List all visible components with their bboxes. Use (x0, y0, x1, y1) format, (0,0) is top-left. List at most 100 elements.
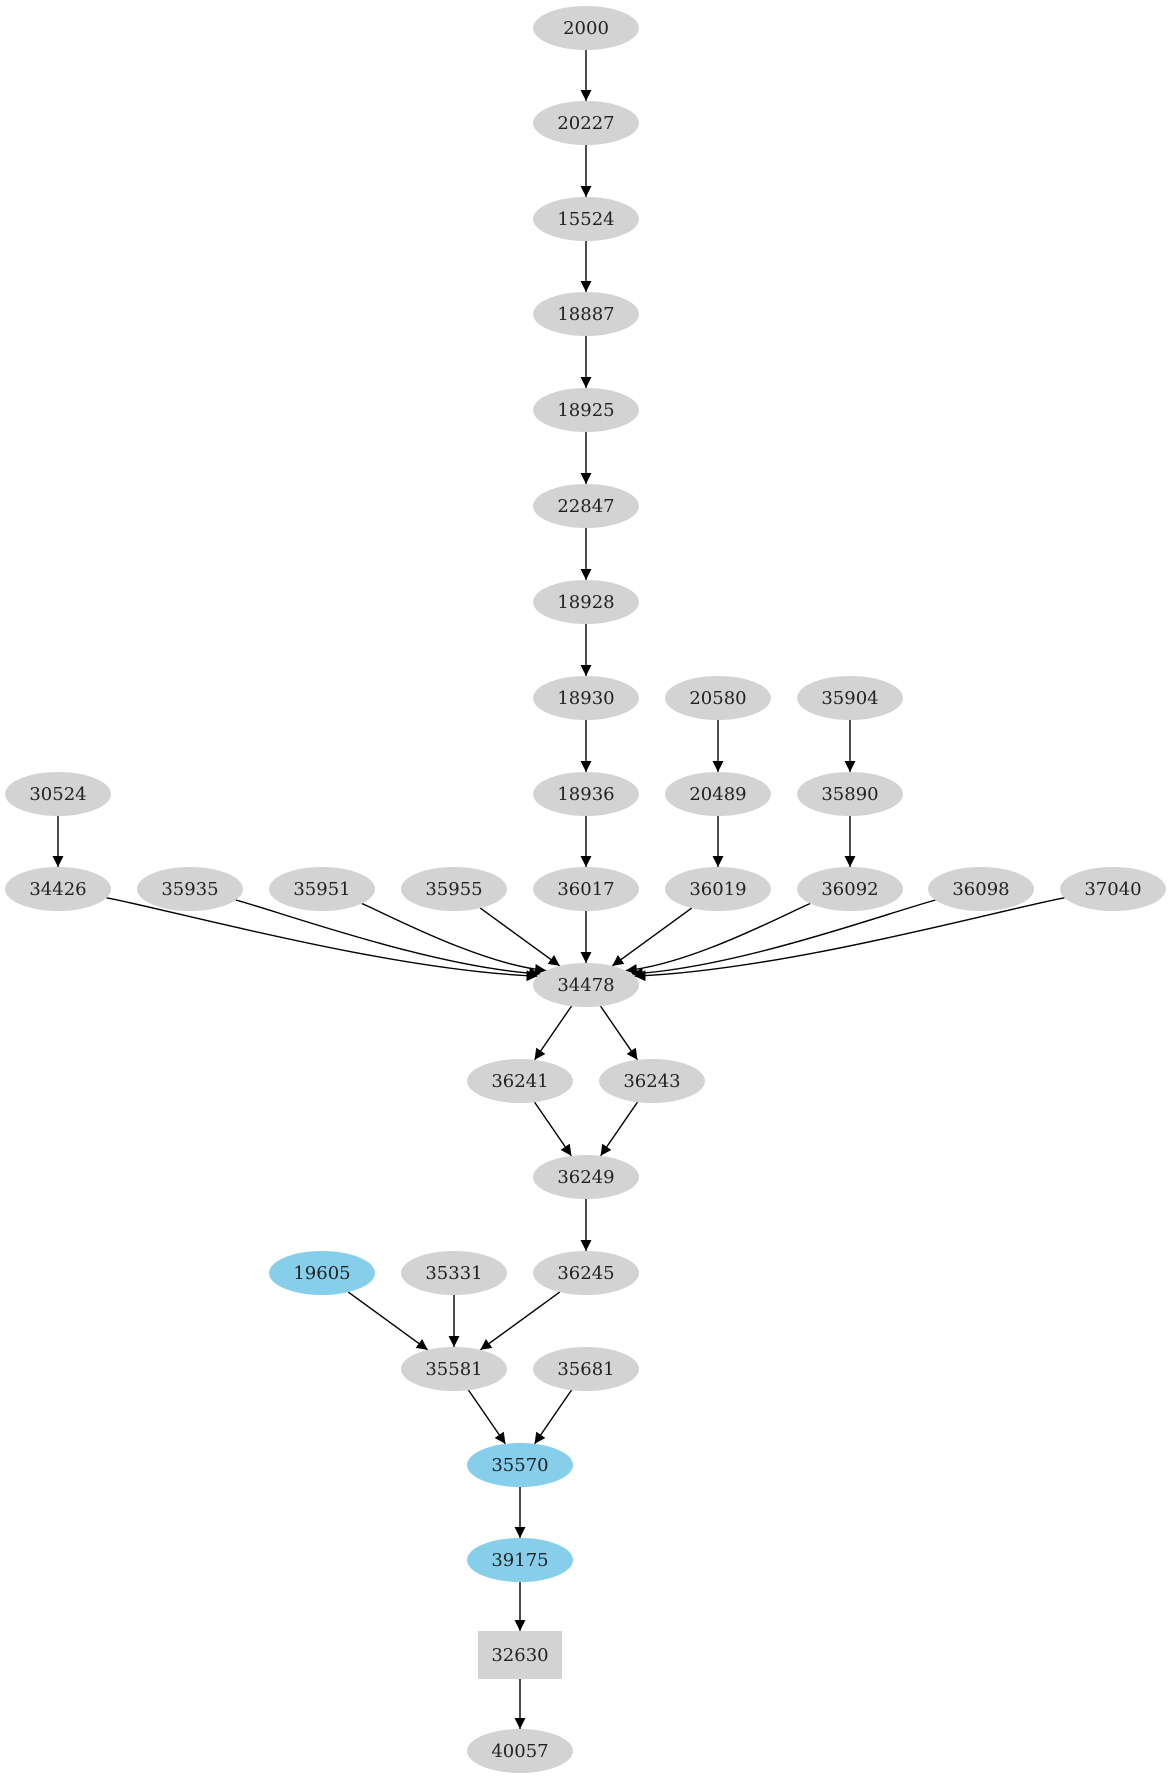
node-label: 18887 (557, 304, 614, 325)
node-15524: 15524 (533, 197, 639, 241)
edge-36098-to-34478 (631, 899, 936, 979)
node-label: 35904 (821, 688, 878, 709)
node-ellipse (533, 1251, 639, 1295)
node-label: 35331 (425, 1263, 482, 1284)
node-label: 39175 (491, 1550, 548, 1571)
edge-19605-to-35581 (347, 1291, 429, 1351)
node-35581: 35581 (401, 1347, 507, 1391)
node-35951: 35951 (269, 867, 375, 911)
node-label: 32630 (491, 1645, 548, 1666)
node-36098: 36098 (928, 867, 1034, 911)
node-label: 20489 (689, 784, 746, 805)
node-37040: 37040 (1060, 867, 1166, 911)
node-18930: 18930 (533, 676, 639, 720)
node-label: 19605 (293, 1263, 350, 1284)
node-35331: 35331 (401, 1251, 507, 1295)
node-ellipse (137, 867, 243, 911)
node-ellipse (269, 1251, 375, 1295)
edge-37040-to-34478 (634, 897, 1065, 982)
node-label: 18930 (557, 688, 614, 709)
node-30524: 30524 (5, 772, 111, 816)
node-label: 36249 (557, 1167, 614, 1188)
node-36092: 36092 (797, 867, 903, 911)
node-ellipse (533, 1155, 639, 1199)
node-36019: 36019 (665, 867, 771, 911)
node-label: 37040 (1084, 879, 1141, 900)
node-ellipse (533, 580, 639, 624)
node-36245: 36245 (533, 1251, 639, 1295)
node-35935: 35935 (137, 867, 243, 911)
node-label: 36092 (821, 879, 878, 900)
node-ellipse (269, 867, 375, 911)
node-label: 18936 (557, 784, 614, 805)
node-35890: 35890 (797, 772, 903, 816)
edge-35955-to-34478 (479, 907, 561, 967)
edge-35951-to-34478 (361, 902, 547, 975)
node-ellipse (665, 676, 771, 720)
node-box (478, 1631, 562, 1679)
node-20489: 20489 (665, 772, 771, 816)
node-ellipse (533, 101, 639, 145)
edge-35935-to-34478 (235, 899, 541, 979)
node-39175: 39175 (467, 1538, 573, 1582)
node-ellipse (467, 1443, 573, 1487)
node-35570: 35570 (467, 1443, 573, 1487)
node-18928: 18928 (533, 580, 639, 624)
node-ellipse (533, 197, 639, 241)
node-36241: 36241 (467, 1059, 573, 1103)
node-label: 20580 (689, 688, 746, 709)
node-36249: 36249 (533, 1155, 639, 1199)
edge-35581-to-35570 (467, 1389, 507, 1445)
node-ellipse (533, 6, 639, 50)
node-label: 35935 (161, 879, 218, 900)
node-ellipse (928, 867, 1034, 911)
node-ellipse (665, 867, 771, 911)
node-18936: 18936 (533, 772, 639, 816)
node-label: 34478 (557, 975, 614, 996)
node-label: 18925 (557, 400, 614, 421)
node-ellipse (665, 772, 771, 816)
node-ellipse (467, 1729, 573, 1773)
edge-34426-to-34478 (106, 897, 538, 982)
node-40057: 40057 (467, 1729, 573, 1773)
node-ellipse (533, 292, 639, 336)
node-label: 36245 (557, 1263, 614, 1284)
node-ellipse (599, 1059, 705, 1103)
node-ellipse (401, 867, 507, 911)
node-19605: 19605 (269, 1251, 375, 1295)
node-ellipse (533, 772, 639, 816)
edge-35681-to-35570 (533, 1389, 573, 1445)
node-34426: 34426 (5, 867, 111, 911)
node-36243: 36243 (599, 1059, 705, 1103)
node-label: 35581 (425, 1359, 482, 1380)
node-label: 35951 (293, 879, 350, 900)
edge-34478-to-36241 (533, 1005, 573, 1061)
node-ellipse (5, 867, 111, 911)
node-35904: 35904 (797, 676, 903, 720)
node-32630: 32630 (478, 1631, 562, 1679)
edge-36243-to-36249 (599, 1101, 639, 1157)
node-label: 20227 (557, 113, 614, 134)
edge-36241-to-36249 (533, 1101, 573, 1157)
node-label: 35681 (557, 1359, 614, 1380)
node-36017: 36017 (533, 867, 639, 911)
node-label: 40057 (491, 1741, 548, 1762)
node-label: 36098 (952, 879, 1009, 900)
node-ellipse (5, 772, 111, 816)
edge-36092-to-34478 (625, 902, 811, 975)
node-34478: 34478 (533, 963, 639, 1007)
node-ellipse (533, 484, 639, 528)
node-ellipse (797, 772, 903, 816)
node-35681: 35681 (533, 1347, 639, 1391)
node-ellipse (533, 963, 639, 1007)
edge-34478-to-36243 (599, 1005, 639, 1061)
node-label: 22847 (557, 496, 614, 517)
node-label: 35890 (821, 784, 878, 805)
node-ellipse (533, 676, 639, 720)
node-ellipse (401, 1251, 507, 1295)
edges-layer (52, 50, 1065, 1729)
node-ellipse (797, 867, 903, 911)
edge-36245-to-35581 (479, 1291, 561, 1351)
